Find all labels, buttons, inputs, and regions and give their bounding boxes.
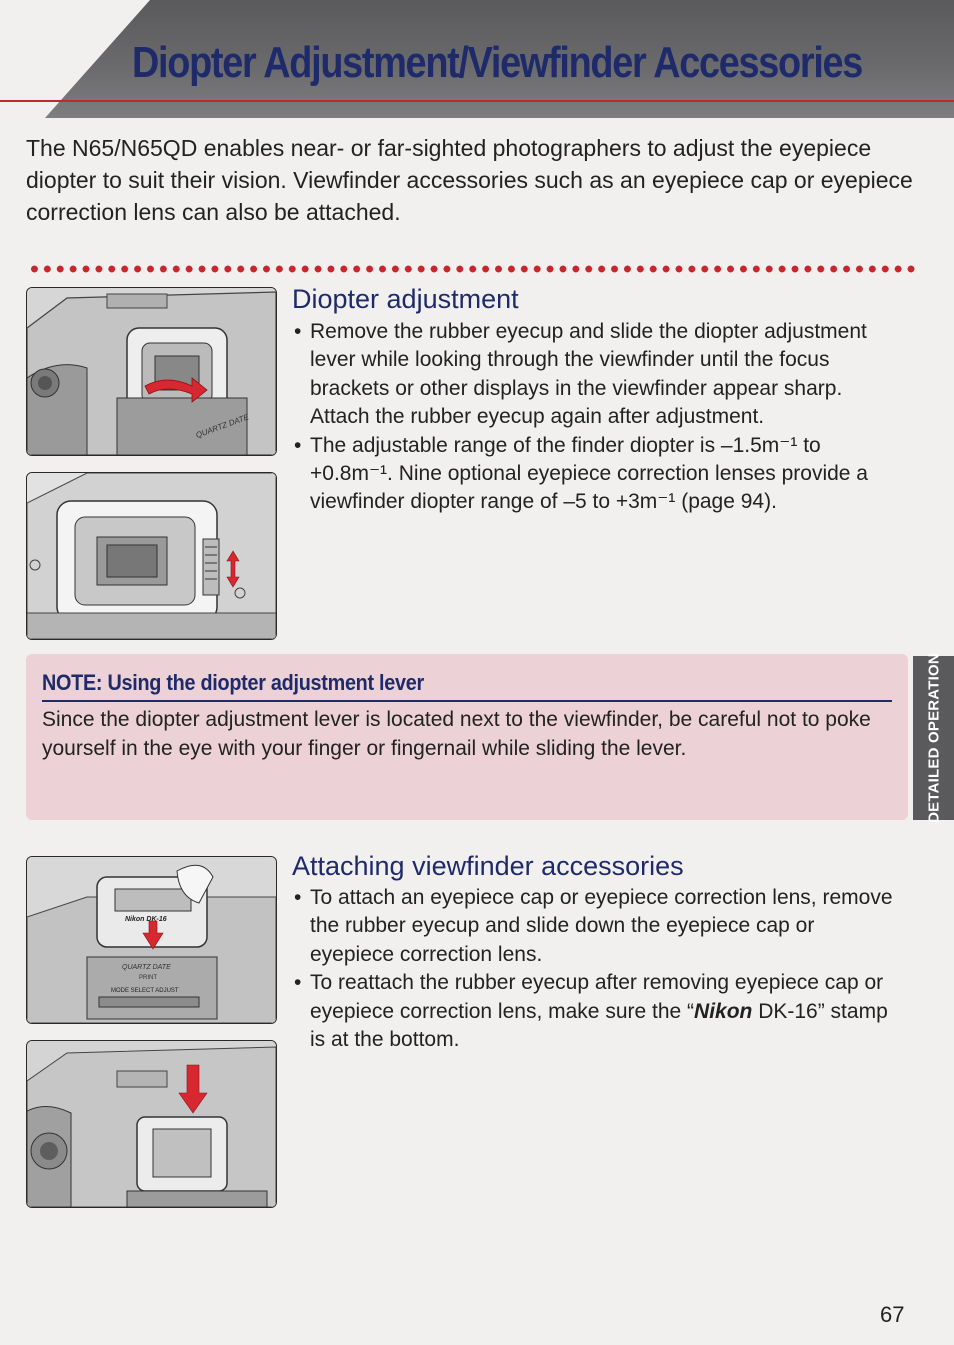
accessories-bullet-1: To attach an eyepiece cap or eyepiece co… xyxy=(294,884,904,969)
accessories-bullet-2-before: To reattach the rubber eyecup after remo… xyxy=(310,971,884,1023)
section-side-tab: DETAILED OPERATION xyxy=(913,653,954,823)
eyepiece-cap-attach-illustration: Nikon DK-16 QUARTZ DATE PRINT MODE SELEC… xyxy=(26,856,277,1024)
intro-paragraph: The N65/N65QD enables near- or far-sight… xyxy=(26,135,913,225)
print-label: PRINT xyxy=(139,975,157,981)
eyepiece-cap-slide-illustration xyxy=(26,1040,277,1208)
mode-select-adjust-label: MODE SELECT ADJUST xyxy=(111,988,179,994)
note-box: NOTE: Using the diopter adjustment lever… xyxy=(26,654,908,820)
page-title: Diopter Adjustment/Viewfinder Accessorie… xyxy=(132,38,863,87)
quartz-date-label-2: QUARTZ DATE xyxy=(122,964,171,971)
note-text: Since the diopter adjustment lever is lo… xyxy=(42,708,871,760)
dotted-divider xyxy=(28,263,916,275)
diopter-bullet-1: Remove the rubber eyecup and slide the d… xyxy=(294,318,904,432)
page-number: 67 xyxy=(880,1302,905,1327)
diopter-bullet-2: The adjustable range of the finder diopt… xyxy=(294,432,904,517)
nikon-brand-text: Nikon xyxy=(694,999,753,1023)
attaching-accessories-heading: Attaching viewfinder accessories xyxy=(292,851,684,881)
note-rule xyxy=(42,700,892,702)
diopter-bullets: Remove the rubber eyecup and slide the d… xyxy=(294,318,904,517)
diopter-lever-illustration xyxy=(26,472,277,640)
eyecup-removal-illustration: QUARTZ DATE xyxy=(26,287,277,456)
accessories-bullet-2: To reattach the rubber eyecup after remo… xyxy=(294,969,904,1054)
side-tab-label: DETAILED OPERATION xyxy=(925,653,942,823)
note-title: NOTE: Using the diopter adjustment lever xyxy=(42,670,424,695)
accessories-bullets: To attach an eyepiece cap or eyepiece co… xyxy=(294,884,904,1054)
header-band xyxy=(0,0,954,118)
diopter-adjustment-heading: Diopter adjustment xyxy=(292,284,519,314)
nikon-dk16-label: Nikon DK-16 xyxy=(125,916,167,923)
header-red-rule xyxy=(0,100,954,102)
accessories-bullet-2-after: DK-16” stamp is at the bottom. xyxy=(310,999,888,1052)
